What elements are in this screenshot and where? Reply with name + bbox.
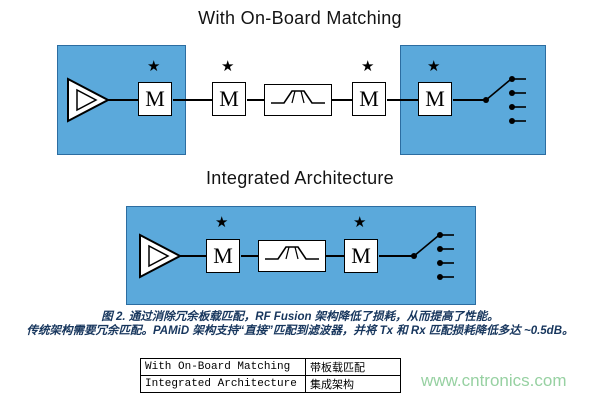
matching-box: M [418, 82, 452, 116]
watermark: www.cntronics.com [421, 371, 567, 390]
star-icon: ★ [215, 214, 229, 231]
star-icon: ★ [427, 58, 441, 75]
legend-zh-integrated: 集成架构 [305, 375, 401, 393]
table-row: With On-Board Matching 带板载匹配 [140, 358, 401, 376]
star-icon: ★ [221, 58, 235, 75]
wire [180, 255, 206, 257]
caption-line-1: 图 2. 通过消除冗余板载匹配，RF Fusion 架构降低了损耗，从而提高了性… [101, 311, 499, 323]
star-icon: ★ [147, 58, 161, 75]
filter-icon [269, 85, 327, 116]
matching-box: M [352, 82, 386, 116]
matching-box: M [206, 239, 240, 273]
rf-switch-icon [470, 69, 530, 136]
legend-en-onboard: With On-Board Matching [140, 358, 306, 376]
legend-zh-onboard: 带板载匹配 [305, 358, 401, 376]
wire [379, 255, 400, 257]
filter-icon [263, 241, 321, 272]
wire [326, 255, 344, 257]
figure-title-integrated: Integrated Architecture [205, 168, 394, 188]
amplifier-icon [66, 77, 111, 128]
table-row: Integrated Architecture 集成架构 [140, 375, 401, 393]
amplifier-icon [138, 233, 183, 284]
wire [241, 255, 258, 257]
wire [332, 99, 353, 101]
wire [247, 99, 265, 101]
rf-switch-icon [398, 225, 458, 292]
filter-box [264, 84, 332, 116]
star-icon: ★ [361, 58, 375, 75]
wire [173, 99, 213, 101]
matching-box: M [212, 82, 246, 116]
legend-en-integrated: Integrated Architecture [140, 375, 306, 393]
wire [453, 99, 472, 101]
caption-line-2: 传统架构需要冗余匹配。PAMiD 架构支持“直接”匹配到滤波器，并将 Tx 和 … [26, 325, 574, 337]
filter-box [258, 240, 326, 272]
figure-title-onboard: With On-Board Matching [198, 8, 402, 28]
wire [387, 99, 419, 101]
matching-box: M [138, 82, 172, 116]
matching-box: M [344, 239, 378, 273]
wire [108, 99, 140, 101]
star-icon: ★ [353, 214, 367, 231]
legend-table: With On-Board Matching 带板载匹配 Integrated … [140, 358, 401, 393]
